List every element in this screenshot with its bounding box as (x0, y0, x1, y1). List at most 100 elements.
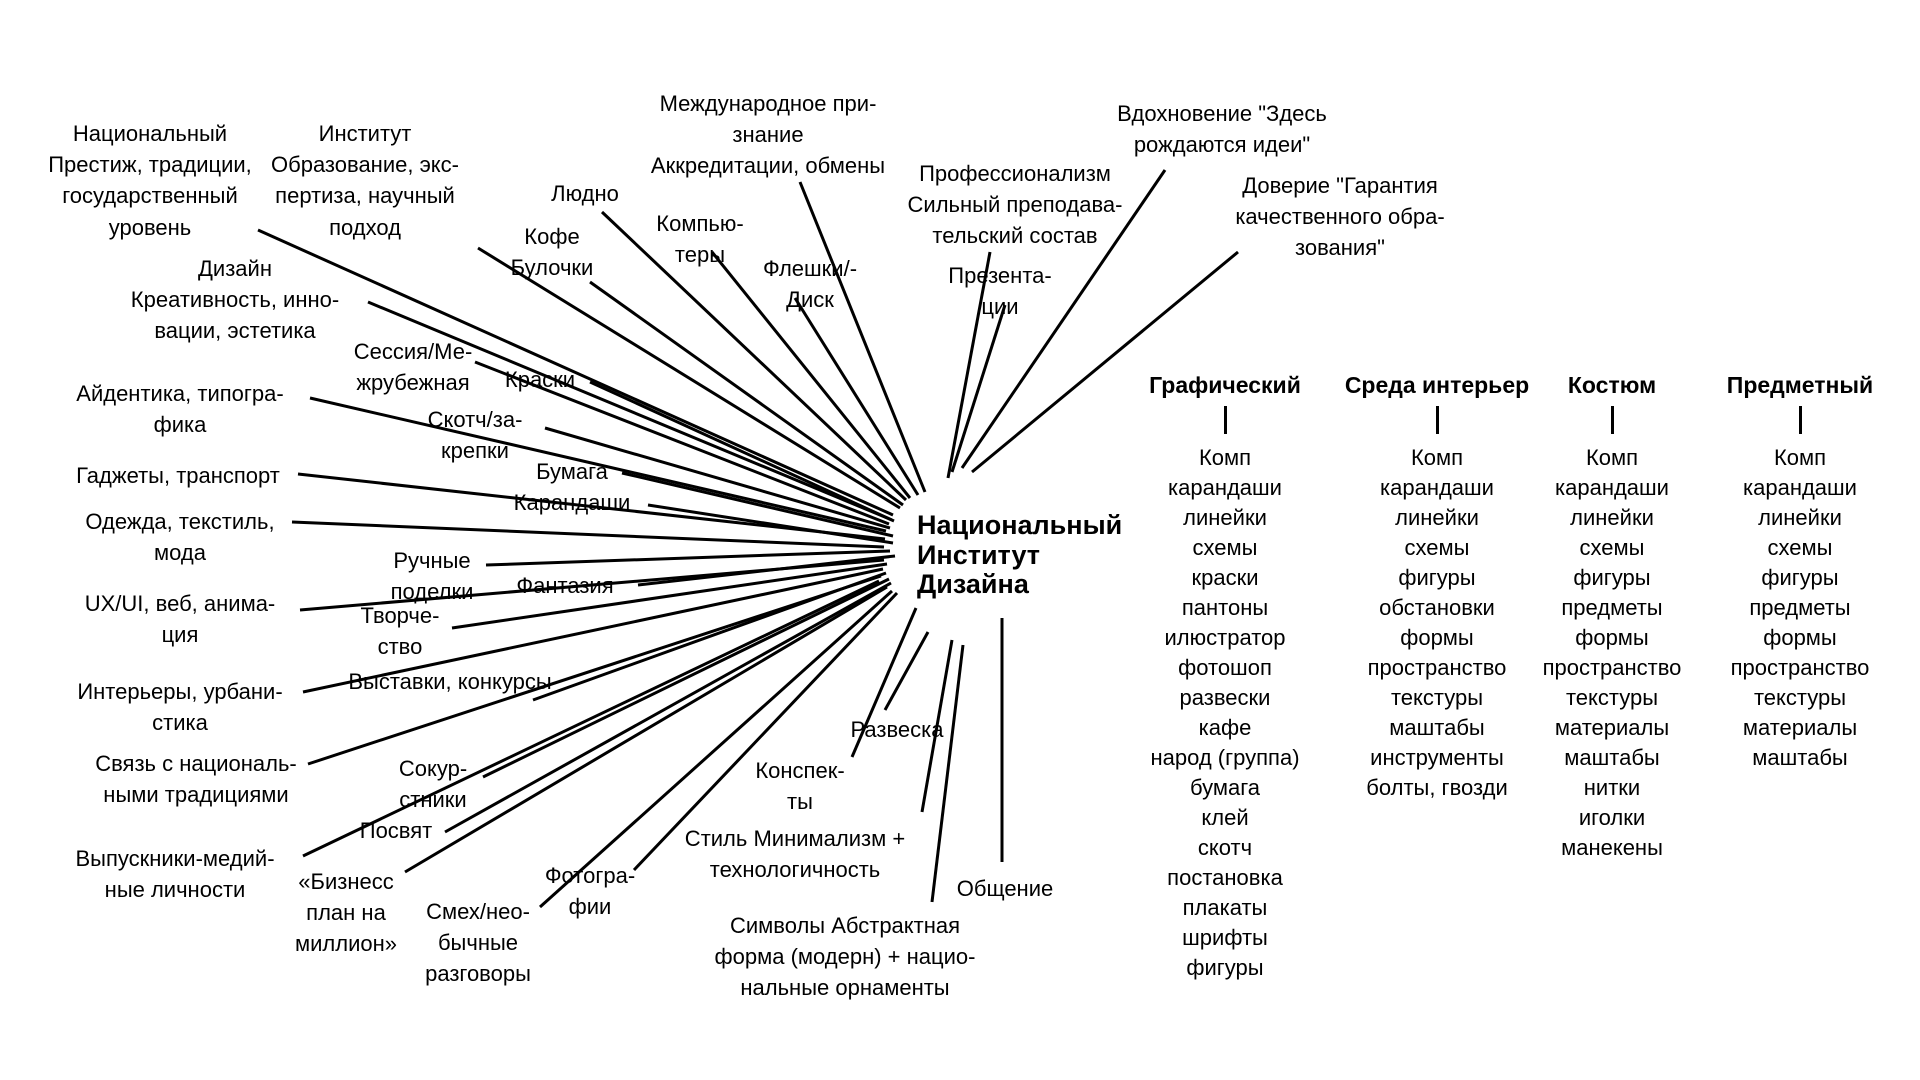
category-column-item: фигуры (1761, 565, 1839, 590)
node-posvyat-label: Посвят (359, 818, 433, 843)
category-column-item: линейки (1183, 505, 1267, 530)
connector-line (960, 169, 1167, 469)
connector-line (474, 360, 890, 526)
connector-line (850, 607, 918, 758)
category-column-item: фигуры (1186, 955, 1264, 980)
category-column-header: Среда интерьер (1344, 372, 1530, 398)
category-column-item: фигуры (1573, 565, 1651, 590)
connector-line (920, 639, 954, 813)
category-column-item: Комп (1410, 445, 1464, 470)
category-column-item: предметы (1749, 595, 1851, 620)
category-column-item: карандаши (1168, 475, 1282, 500)
connector-line (621, 471, 894, 538)
column-tick-line (1610, 406, 1614, 434)
category-column-item: нитки (1583, 775, 1641, 800)
category-column-item: схемы (1579, 535, 1645, 560)
category-column-item: Комп (1585, 445, 1639, 470)
connector-line (302, 567, 884, 694)
category-column-item: Комп (1198, 445, 1252, 470)
category-column-item: постановка (1167, 865, 1283, 890)
connector-line (291, 520, 885, 549)
category-column-item: пространство (1542, 655, 1682, 680)
connector-line (482, 577, 890, 779)
category-column-item: скотч (1197, 835, 1253, 860)
node-mezhdunarodnoe-priznanie-label: Международное при- знание Аккредитации, … (650, 91, 886, 179)
connector-line (257, 228, 894, 517)
connector-line (404, 585, 888, 874)
connector-line (544, 426, 891, 530)
connector-line (299, 558, 885, 612)
category-column-item: карандаши (1380, 475, 1494, 500)
category-column-item: бумага (1189, 775, 1260, 800)
node-svyaz-s-natsionalnymi-label: Связь с националь- ными традициями (95, 751, 297, 808)
node-institut-obrazovanie-label: Институт Образование, экс- пертиза, науч… (270, 121, 460, 240)
connector-line (302, 579, 880, 858)
central-node-title: Национальный Институт Дизайна (917, 510, 1123, 600)
category-column-item: клей (1201, 805, 1249, 830)
connector-line (589, 380, 895, 523)
category-column-header: Графический (1149, 372, 1301, 398)
category-column-item: линейки (1570, 505, 1654, 530)
connector-line (451, 562, 888, 630)
category-column-item: схемы (1767, 535, 1833, 560)
node-professionalizm-label: Профессионализм Сильный преподава- тельс… (907, 161, 1123, 249)
category-column-item: маштабы (1389, 715, 1485, 740)
category-column-item: текстуры (1565, 685, 1659, 710)
category-column-item: фигуры (1398, 565, 1476, 590)
node-vystavki-konkursy-label: Выставки, конкурсы (348, 669, 552, 694)
connector-line (946, 251, 992, 479)
node-aydentika-tipografika-label: Айдентика, типогра- фика (76, 381, 284, 438)
node-smekh-razgovory-label: Смех/нео- бычные разговоры (425, 899, 531, 987)
category-column-item: линейки (1395, 505, 1479, 530)
connector-line (632, 591, 899, 872)
connector-line (444, 581, 892, 834)
category-column-item: маштабы (1564, 745, 1660, 770)
category-column-item: материалы (1742, 715, 1858, 740)
connector-line (309, 396, 887, 533)
node-lyudno-label: Людно (551, 181, 619, 206)
connector-line (883, 631, 930, 711)
category-column-item: карандаши (1743, 475, 1857, 500)
category-column-item: иголки (1578, 805, 1646, 830)
connector-line (971, 250, 1239, 474)
node-fotografii-label: Фотогра- фии (544, 863, 636, 920)
node-simvoly-abstraktnaya-label: Символы Абстрактная форма (модерн) + нац… (714, 913, 976, 1001)
node-interery-urbanistika-label: Интерьеры, урбани- стика (77, 679, 283, 736)
category-column-item: развески (1179, 685, 1271, 710)
node-sessiya-mezhrubezhnaya-label: Сессия/Ме- жрубежная (353, 339, 473, 396)
node-tvorchestvo-label: Творче- ство (360, 603, 440, 660)
category-column-item: кафе (1198, 715, 1252, 740)
category-column-item: обстановки (1379, 595, 1495, 620)
connector-line (930, 644, 965, 903)
category-column-item: текстуры (1753, 685, 1847, 710)
connector-line (485, 549, 891, 567)
connector-line (297, 472, 886, 541)
category-column-item: текстуры (1390, 685, 1484, 710)
category-column-item: материалы (1554, 715, 1670, 740)
category-column-header: Костюм (1567, 372, 1657, 398)
node-skotch-zakrepki-label: Скотч/за- крепки (427, 407, 523, 464)
category-column-item: формы (1400, 625, 1474, 650)
node-uxui-veb-animatsiya-label: UX/UI, веб, анима- ция (84, 591, 276, 648)
node-stil-minimalizm-label: Стиль Минимализм + технологичность (684, 826, 906, 883)
category-column-item: шрифты (1182, 925, 1268, 950)
node-kraski-label: Краски (504, 367, 576, 392)
node-sokurstniki-label: Сокур- стники (398, 756, 468, 813)
node-dizayn-kreativnost-label: Дизайн Креативность, инно- вации, эстети… (130, 256, 340, 344)
connector-line (798, 181, 927, 493)
category-column-item: манекены (1561, 835, 1663, 860)
node-obshchenie-label: Общение (956, 876, 1054, 901)
category-column-item: формы (1763, 625, 1837, 650)
node-konspekty-label: Конспек- ты (755, 758, 845, 815)
category-column-item: схемы (1404, 535, 1470, 560)
category-column-item: краски (1191, 565, 1259, 590)
category-column-item: народ (группа) (1150, 745, 1300, 770)
connector-line (307, 574, 882, 766)
node-razveska-label: Развеска (850, 717, 944, 742)
category-column-item: пространство (1730, 655, 1870, 680)
node-fleshki-disk-label: Флешки/- Диск (762, 256, 858, 313)
category-column-item: плакаты (1182, 895, 1268, 920)
category-column-item: пантоны (1181, 595, 1269, 620)
